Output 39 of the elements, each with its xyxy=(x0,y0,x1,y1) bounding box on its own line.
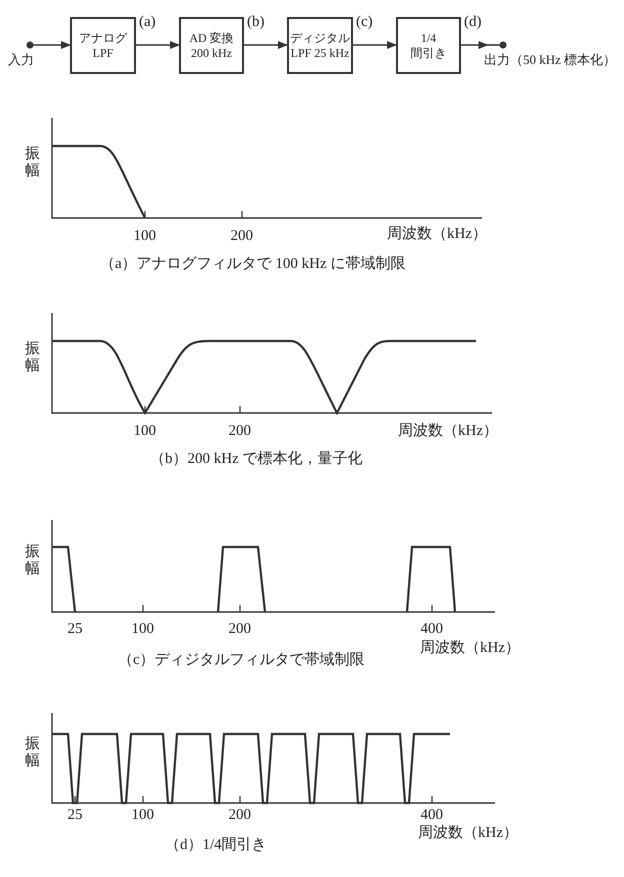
edge-label: (d) xyxy=(464,14,482,31)
tick-label: 100 xyxy=(134,423,156,440)
edge-label: (a) xyxy=(139,14,156,31)
arrow xyxy=(461,41,488,49)
figure-caption: （c）ディジタルフィルタで帯域制限 xyxy=(118,652,365,669)
process-box: 1/4 間引き xyxy=(396,17,461,74)
axis-label: 周波数（kHz） xyxy=(418,825,518,842)
arrow xyxy=(244,41,288,49)
arrow xyxy=(34,41,71,49)
process-box: アナログ LPF xyxy=(70,17,136,74)
figure-caption: （d）1/4間引き xyxy=(165,837,267,854)
tick-label: 100 xyxy=(132,621,154,638)
axis-label: 周波数（kHz） xyxy=(387,226,487,243)
tick-label: 200 xyxy=(228,621,251,638)
arrow xyxy=(353,41,397,49)
process-box: ディジタル LPF 25 kHz xyxy=(287,17,353,74)
axis-label: 周波数（kHz） xyxy=(398,423,498,440)
axis-label: 振幅 xyxy=(25,146,40,180)
tick-label: 200 xyxy=(228,807,251,824)
figure-caption: （a）アナログフィルタで 100 kHz に帯域制限 xyxy=(100,256,406,273)
edge-label: (b) xyxy=(247,14,264,31)
tick-label: 200 xyxy=(228,423,251,440)
tick-label: 400 xyxy=(420,621,443,638)
tick-label: 100 xyxy=(132,807,154,824)
figure-caption: （b）200 kHz で標本化，量子化 xyxy=(150,451,362,468)
axis-label: 振幅 xyxy=(25,341,40,375)
tick-label: 25 xyxy=(68,621,82,638)
axis-label: 振幅 xyxy=(25,736,40,770)
arrow xyxy=(136,41,180,49)
edge-label: (c) xyxy=(356,14,373,31)
terminal-label: 出力（50 kHz 標本化） xyxy=(484,51,616,68)
tick-label: 100 xyxy=(134,228,156,245)
tick-label: 25 xyxy=(68,807,82,824)
terminal-label: 入力 xyxy=(8,51,34,68)
axis-label: 振幅 xyxy=(25,544,40,578)
axis-label: 周波数（kHz） xyxy=(420,640,520,657)
process-box: AD 変換 200 kHz xyxy=(179,17,244,74)
tick-label: 200 xyxy=(230,228,253,245)
tick-label: 400 xyxy=(420,807,443,824)
